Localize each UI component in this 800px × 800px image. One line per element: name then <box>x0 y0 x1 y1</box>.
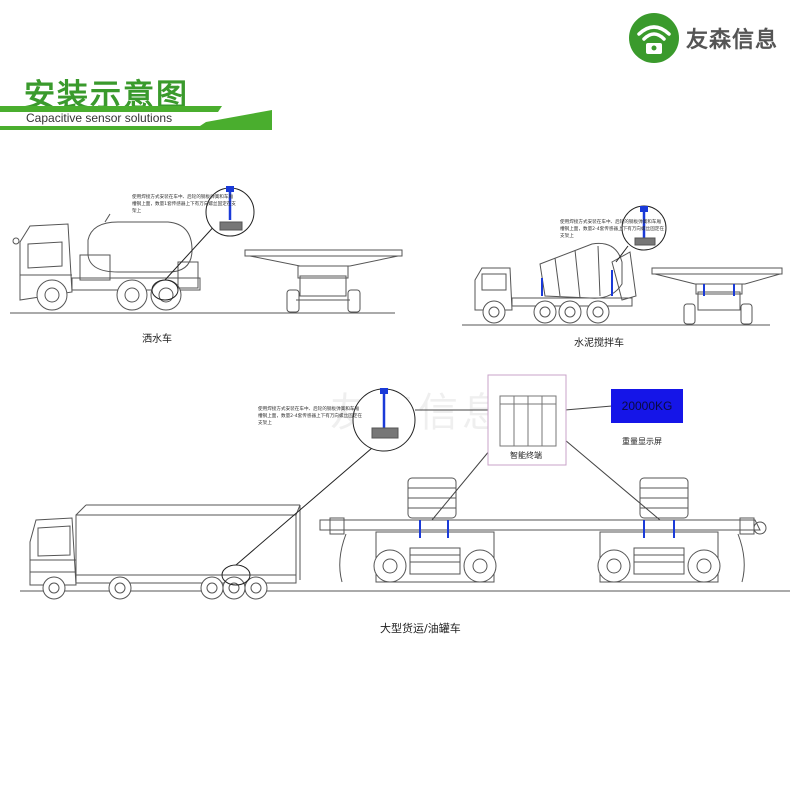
water-truck-caption: 洒水车 <box>142 334 172 345</box>
wifi-logo-icon <box>629 13 679 63</box>
water-truck-rear-axle <box>244 249 403 313</box>
brand-name: 友森信息 <box>686 28 779 53</box>
cargo-truck-note: 使用焊接方式安装在车中、后轮的钢板弹簧和车厢槽钢上面，数量2-4套传感器上下有万… <box>258 407 362 426</box>
page-subtitle: Capacitive sensor solutions <box>26 111 173 125</box>
cargo-truck-drawing <box>29 388 416 600</box>
mixer-truck-note: 使用焊接方式安装在车中、后轮的钢板弹簧和车厢槽钢上面，数量2-4套传感器上下有万… <box>560 220 664 239</box>
water-truck-note: 使用焊接方式安装在车中、后轮的钢板弹簧和车厢槽钢上面，数量1套传感器上下有万向螺… <box>132 195 236 214</box>
brand-logo <box>628 12 680 64</box>
weight-display-label: 重量显示屏 <box>622 437 662 446</box>
sensor-icon <box>219 186 656 439</box>
wiring <box>415 405 661 521</box>
mixer-truck-rear-axle <box>651 267 783 325</box>
smart-terminal-label: 智能终端 <box>510 451 542 460</box>
smart-terminal-device <box>487 374 567 466</box>
mixer-truck-caption: 水泥搅拌车 <box>574 338 624 349</box>
cargo-truck-caption: 大型货运/油罐车 <box>380 622 461 635</box>
header-bar <box>0 106 272 130</box>
weight-display-screen: 20000KG <box>611 389 683 423</box>
cargo-truck-rear-axle <box>319 477 767 583</box>
